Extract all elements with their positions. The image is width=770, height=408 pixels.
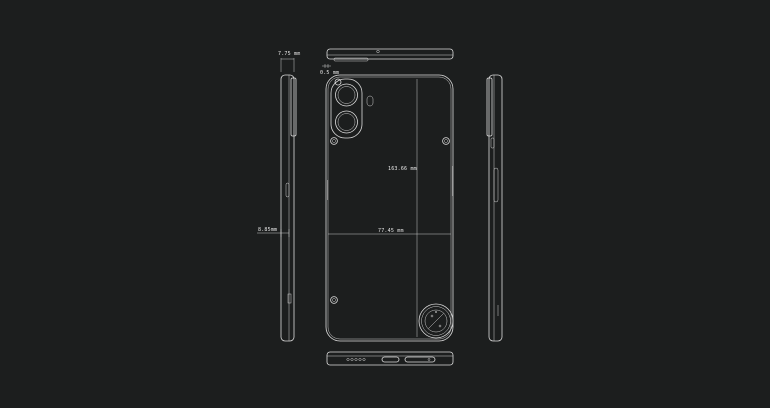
left-side-slot bbox=[287, 293, 292, 304]
right-side-slot bbox=[490, 137, 495, 149]
top-edge-view bbox=[326, 48, 454, 62]
top-camera-bump-edge bbox=[333, 57, 369, 62]
volume-rocker bbox=[493, 167, 499, 203]
left-side-button bbox=[285, 182, 290, 198]
camera-module bbox=[330, 78, 363, 139]
camera-lens-top-ring bbox=[337, 86, 356, 104]
dim-bump-offset: 0.5 mm bbox=[320, 64, 339, 76]
charging-coil-slash bbox=[427, 312, 445, 330]
screw-top-right bbox=[442, 137, 450, 145]
charging-coil-ring bbox=[421, 306, 451, 336]
top-microphone-hole bbox=[376, 49, 380, 54]
back-view: 163.66 mm 77.45 mm bbox=[325, 74, 454, 342]
charging-coil-inner bbox=[424, 309, 448, 333]
right-camera-bump-profile bbox=[486, 77, 493, 137]
right-side-body bbox=[488, 74, 503, 342]
camera-lens-bottom bbox=[335, 110, 358, 134]
speaker-grille bbox=[346, 358, 366, 361]
camera-lens-bottom-ring bbox=[337, 113, 356, 131]
screw-camera-top bbox=[334, 78, 342, 86]
sim-tray bbox=[404, 356, 436, 363]
sim-eject-hole bbox=[427, 358, 431, 361]
screw-top-left bbox=[330, 137, 338, 145]
coil-dot-1 bbox=[430, 314, 434, 318]
dim-label-side-depth-bottom: 8.85mm bbox=[258, 227, 277, 233]
bottom-edge-view bbox=[326, 351, 454, 366]
top-edge-body bbox=[326, 48, 454, 60]
screw-top-right-inner bbox=[444, 139, 448, 143]
coil-dot-2 bbox=[438, 324, 442, 328]
screw-bottom-left-inner bbox=[332, 298, 336, 302]
camera-lens-top bbox=[335, 83, 358, 107]
dim-label-height: 163.66 mm bbox=[388, 166, 417, 172]
bottom-edge-body bbox=[326, 351, 454, 366]
dim-label-bump-offset: 0.5 mm bbox=[320, 70, 339, 76]
left-side-view bbox=[280, 74, 297, 342]
dim-side-depth-top: 7.75 mm bbox=[278, 51, 300, 72]
camera-bump-profile bbox=[290, 77, 297, 137]
flash bbox=[366, 95, 374, 107]
screw-top-left-inner bbox=[332, 139, 336, 143]
screw-bottom-left bbox=[330, 296, 338, 304]
dim-side-depth-bottom: 8.85mm bbox=[257, 227, 290, 237]
usb-c-port bbox=[381, 356, 400, 363]
right-side-view bbox=[486, 74, 503, 342]
dim-label-width: 77.45 mm bbox=[378, 228, 404, 234]
left-side-body bbox=[280, 74, 295, 342]
back-body-outline bbox=[325, 74, 454, 342]
back-body-inner-outline bbox=[327, 76, 452, 340]
charging-coil-outer bbox=[418, 303, 454, 339]
coil-dot-3 bbox=[434, 310, 438, 314]
dim-label-side-depth-top: 7.75 mm bbox=[278, 51, 300, 57]
